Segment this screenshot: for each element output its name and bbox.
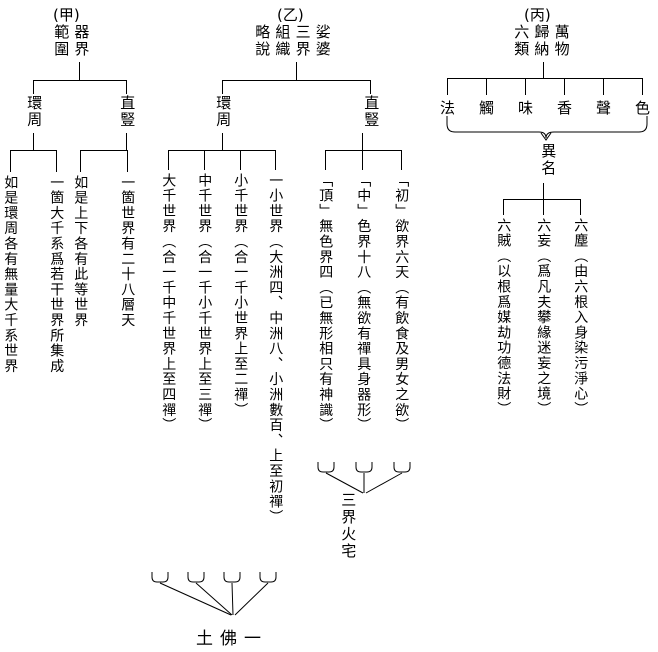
connector-trunk-jia-a bbox=[33, 133, 34, 150]
connector-drop-bing-4 bbox=[603, 78, 604, 95]
connector-bar-jia-b bbox=[80, 150, 127, 151]
connector-bar-bing bbox=[447, 78, 643, 79]
section-heading-jia: 器界 範圍 bbox=[49, 24, 91, 62]
heading-column: 萬物 bbox=[552, 24, 571, 58]
category-fa: 法 bbox=[440, 99, 456, 117]
connector-bar-yi-b bbox=[325, 150, 401, 151]
connector-trunk-yi-a bbox=[222, 133, 223, 150]
connector-trunk-jia bbox=[79, 62, 80, 80]
leaf-yi-zhishu-1: 「中」色界十八（無欲有禪具身器形） bbox=[355, 173, 372, 434]
connector-drop-jia-b-0 bbox=[80, 150, 81, 172]
leaf-yi-huanzhou-0: 一小世界（大洲四、中洲八、小洲數百、上至初禪） bbox=[267, 173, 284, 525]
leaf-jia-zhishu-0: 一箇世界有二十八層天 bbox=[119, 175, 136, 328]
connector-drop-jia-b-1 bbox=[127, 150, 128, 172]
connector-drop-yi-b-0 bbox=[325, 150, 326, 170]
connector-drop-yi-0 bbox=[222, 80, 223, 94]
alias-liuwang: 六妄（爲凡夫攀緣迷妄之境） bbox=[535, 218, 552, 417]
alias-label-bing: 異名 bbox=[536, 143, 558, 181]
category-xiang: 香 bbox=[557, 99, 573, 117]
category-se: 色 bbox=[635, 99, 651, 117]
heading-column: 歸納 bbox=[532, 24, 551, 58]
heading-column: 略說 bbox=[253, 24, 272, 58]
connector-bar-jia bbox=[33, 80, 126, 81]
connector-trunk-jia-b bbox=[126, 133, 127, 150]
leaf-yi-huanzhou-2: 中千世界（合一千小千世界上至三禪） bbox=[196, 173, 213, 434]
leaf-jia-huanzhou-1: 如是環周各有無量大千系世界 bbox=[2, 175, 19, 374]
category-wei: 味 bbox=[518, 99, 534, 117]
connector-drop-yi-a-2 bbox=[240, 150, 241, 170]
connector-drop-jia-1 bbox=[126, 80, 127, 94]
connector-bar-yi-a bbox=[168, 150, 275, 151]
connector-trunk-bing bbox=[543, 62, 544, 78]
connector-bar-bing-alias bbox=[503, 199, 580, 200]
connector-drop-bing-5 bbox=[642, 78, 643, 95]
heading-column: 六類 bbox=[512, 24, 531, 58]
connector-bar-jia-a bbox=[10, 150, 56, 151]
heading-column: 組織 bbox=[273, 24, 292, 58]
connector-drop-yi-b-2 bbox=[401, 150, 402, 170]
section-tag-yi: (乙) bbox=[277, 6, 304, 24]
connector-trunk-bing-alias bbox=[543, 183, 544, 199]
connector-drop-jia-a-1 bbox=[56, 150, 57, 172]
connector-trunk-yi-b bbox=[362, 133, 363, 150]
leaf-yi-zhishu-2: 「頂」無色界四（已無形相只有神識） bbox=[317, 173, 334, 434]
alias-liuchen: 六塵（由六根入身染污淨心） bbox=[572, 218, 589, 417]
leaf-jia-zhishu-1: 如是上下各有此等世界 bbox=[72, 175, 89, 328]
connector-drop-bing-1 bbox=[486, 78, 487, 95]
branch-label-jia-zhishu: 直豎 bbox=[118, 95, 137, 128]
alias-label-column: 異名 bbox=[539, 143, 558, 177]
heading-column: 範圍 bbox=[52, 24, 71, 58]
connector-drop-yi-b-1 bbox=[362, 150, 363, 170]
converge-lines-sanjie bbox=[317, 462, 411, 494]
leaf-yi-huanzhou-1: 小千世界（合一千小世界上至二禪） bbox=[232, 173, 249, 418]
connector-drop-jia-a-0 bbox=[10, 150, 11, 172]
heading-column: 娑婆 bbox=[313, 24, 332, 58]
section-heading-bing: 萬物 歸納 六類 bbox=[509, 24, 570, 62]
leaf-yi-huanzhou-3: 大千世界（合一千中千世界上至四禪） bbox=[160, 173, 177, 434]
connector-drop-jia-0 bbox=[33, 80, 34, 94]
leaf-jia-huanzhou-0: 一箇大千系爲若干世界所集成 bbox=[48, 175, 65, 374]
connector-trunk-yi bbox=[296, 62, 297, 80]
connector-drop-bing-alias-2 bbox=[580, 199, 581, 215]
converge-label-column: 三界火宅 bbox=[339, 492, 358, 560]
connector-drop-yi-1 bbox=[370, 80, 371, 94]
collect-brace-bing bbox=[446, 116, 648, 141]
connector-drop-bing-2 bbox=[525, 78, 526, 95]
heading-column: 器界 bbox=[72, 24, 91, 58]
alias-liuzei: 六賊（以根爲媒劫功德法財） bbox=[495, 218, 512, 417]
section-tag-bing: (丙) bbox=[524, 6, 551, 24]
heading-column: 三界 bbox=[293, 24, 312, 58]
footer-label-yifotu: 一佛土 bbox=[196, 629, 268, 649]
connector-bar-yi bbox=[222, 80, 370, 81]
converge-lines-yifotu bbox=[151, 572, 277, 616]
branch-label-yi-zhishu: 直豎 bbox=[362, 95, 381, 128]
connector-drop-yi-a-0 bbox=[168, 150, 169, 170]
category-sheng: 聲 bbox=[596, 99, 612, 117]
section-heading-yi: 娑婆 三界 組織 略說 bbox=[250, 24, 332, 62]
category-chu: 觸 bbox=[479, 99, 495, 117]
branch-label-jia-huanzhou: 環周 bbox=[25, 95, 44, 128]
section-tag-jia: (甲) bbox=[53, 6, 80, 24]
connector-drop-yi-a-1 bbox=[204, 150, 205, 170]
connector-drop-yi-a-3 bbox=[275, 150, 276, 170]
connector-drop-bing-alias-1 bbox=[543, 199, 544, 215]
leaf-yi-zhishu-0: 「初」欲界六天（有飲食及男女之欲） bbox=[393, 173, 410, 434]
connector-drop-bing-3 bbox=[564, 78, 565, 95]
branch-label-yi-huanzhou: 環周 bbox=[214, 95, 233, 128]
connector-drop-bing-0 bbox=[447, 78, 448, 95]
connector-drop-bing-alias-0 bbox=[503, 199, 504, 215]
converge-label-sanjie-huozhai: 三界火宅 bbox=[336, 492, 357, 560]
